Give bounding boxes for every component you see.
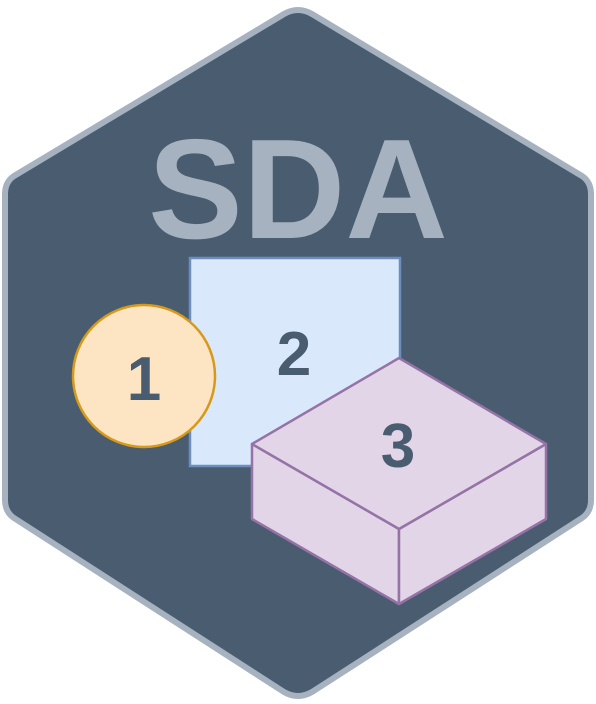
square-label: 2 — [277, 320, 311, 389]
circle-shape — [71, 303, 217, 449]
box-top-face — [250, 356, 548, 531]
logo-title: SDA — [148, 110, 448, 269]
box-label: 3 — [381, 412, 415, 481]
circle-label: 1 — [127, 345, 161, 414]
box-shape — [250, 356, 548, 606]
